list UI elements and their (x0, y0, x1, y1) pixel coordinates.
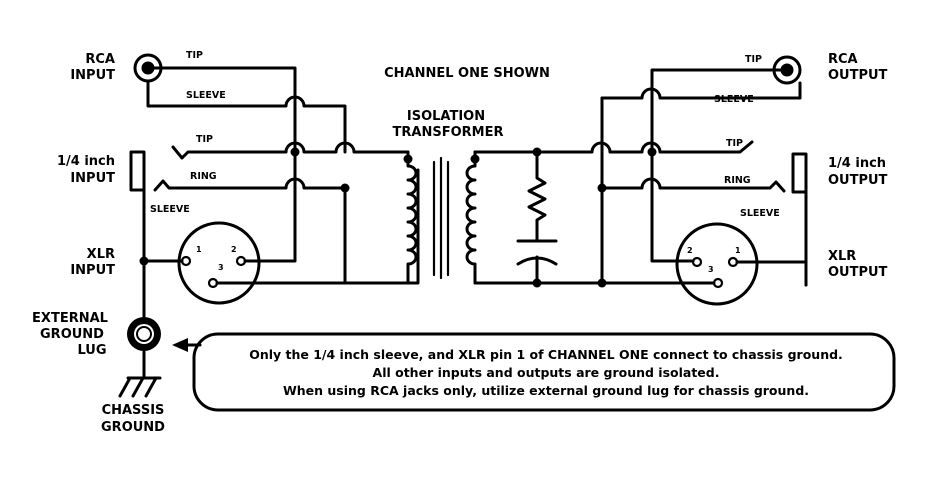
rca-input-label-2: INPUT (70, 68, 115, 83)
quarter-output-label-1: 1/4 inch (828, 156, 886, 171)
junction-dot (139, 256, 149, 266)
primary-return-wire (343, 168, 420, 285)
quarter-input-jack (129, 150, 146, 192)
left-quarter-tip-label: TIP (196, 134, 213, 145)
chassis-ground-icon (118, 376, 162, 398)
note-line-3: When using RCA jacks only, utilize exter… (283, 383, 809, 398)
quarter-input-label-2: INPUT (70, 171, 115, 186)
note-line-1: Only the 1/4 inch sleeve, and XLR pin 1 … (249, 347, 843, 362)
svg-text:1: 1 (196, 245, 202, 254)
right-quarter-sleeve-label: SLEEVE (740, 208, 780, 219)
left-quarter-sleeve-label: SLEEVE (150, 204, 190, 215)
xlr-in-pin2-wire (243, 150, 297, 263)
junction-dot (340, 183, 350, 193)
left-quarter-ring-label: RING (190, 171, 217, 182)
left-rca-sleeve-wire (146, 79, 347, 154)
junction-dot (597, 278, 607, 288)
transformer-label-line-2: TRANSFORMER (393, 125, 504, 140)
isolation-transformer (403, 150, 480, 285)
right-rca-tip-wire (650, 68, 783, 154)
diagram-title: CHANNEL ONE SHOWN (384, 66, 550, 81)
rc-network (516, 147, 558, 288)
quarter-input-label-1: 1/4 inch (57, 154, 115, 169)
left-rca-tip-wire (152, 66, 297, 154)
chassis-ground-label-2: GROUND (101, 420, 165, 435)
svg-text:3: 3 (708, 265, 714, 274)
svg-text:2: 2 (231, 245, 237, 254)
rca-output-label-1: RCA (828, 52, 858, 67)
secondary-top-wire (473, 140, 754, 154)
svg-text:1: 1 (735, 246, 741, 255)
left-quarter-tip-wire (171, 141, 410, 160)
right-quarter-tip-label: TIP (726, 138, 743, 149)
xlr-input-label-2: INPUT (70, 263, 115, 278)
quarter-output-label-2: OUTPUT (828, 173, 888, 188)
xlr-input-label-1: XLR (87, 247, 115, 262)
xlr-in-pin3-wire (215, 186, 347, 285)
external-ground-lug (127, 317, 161, 351)
right-rca-sleeve-wire (600, 81, 802, 100)
left-rca-tip-label: TIP (186, 50, 203, 61)
right-rca-tip-label: TIP (745, 54, 762, 65)
right-quarter-ring-label: RING (724, 175, 751, 186)
left-rca-sleeve-label: SLEEVE (186, 90, 226, 101)
junction-dot (290, 147, 300, 157)
note-line-2: All other inputs and outputs are ground … (373, 365, 720, 380)
xlr-input-connector: 1 2 3 (177, 221, 261, 305)
xlr-output-connector: 2 1 3 (675, 222, 759, 306)
right-quarter-ring-wire (600, 177, 786, 193)
xlr-output-label-1: XLR (828, 249, 856, 264)
quarter-output-jack (791, 152, 808, 194)
svg-text:3: 3 (218, 263, 224, 272)
ground-lug-label-1: EXTERNAL (32, 311, 108, 326)
xlr-output-label-2: OUTPUT (828, 265, 888, 280)
transformer-label-line-1: ISOLATION (407, 109, 485, 124)
note-box (192, 332, 896, 412)
ground-lug-label-3: LUG (77, 343, 106, 358)
rca-output-label-2: OUTPUT (828, 68, 888, 83)
right-bus-hot (650, 150, 695, 263)
left-quarter-ring-wire (153, 177, 347, 192)
chassis-ground-label-1: CHASSIS (102, 403, 165, 418)
xlr-out-pin1-wire (735, 260, 808, 287)
svg-text:2: 2 (687, 246, 693, 255)
ground-lug-label-2: GROUND (40, 327, 104, 342)
rca-input-label-1: RCA (85, 52, 115, 67)
